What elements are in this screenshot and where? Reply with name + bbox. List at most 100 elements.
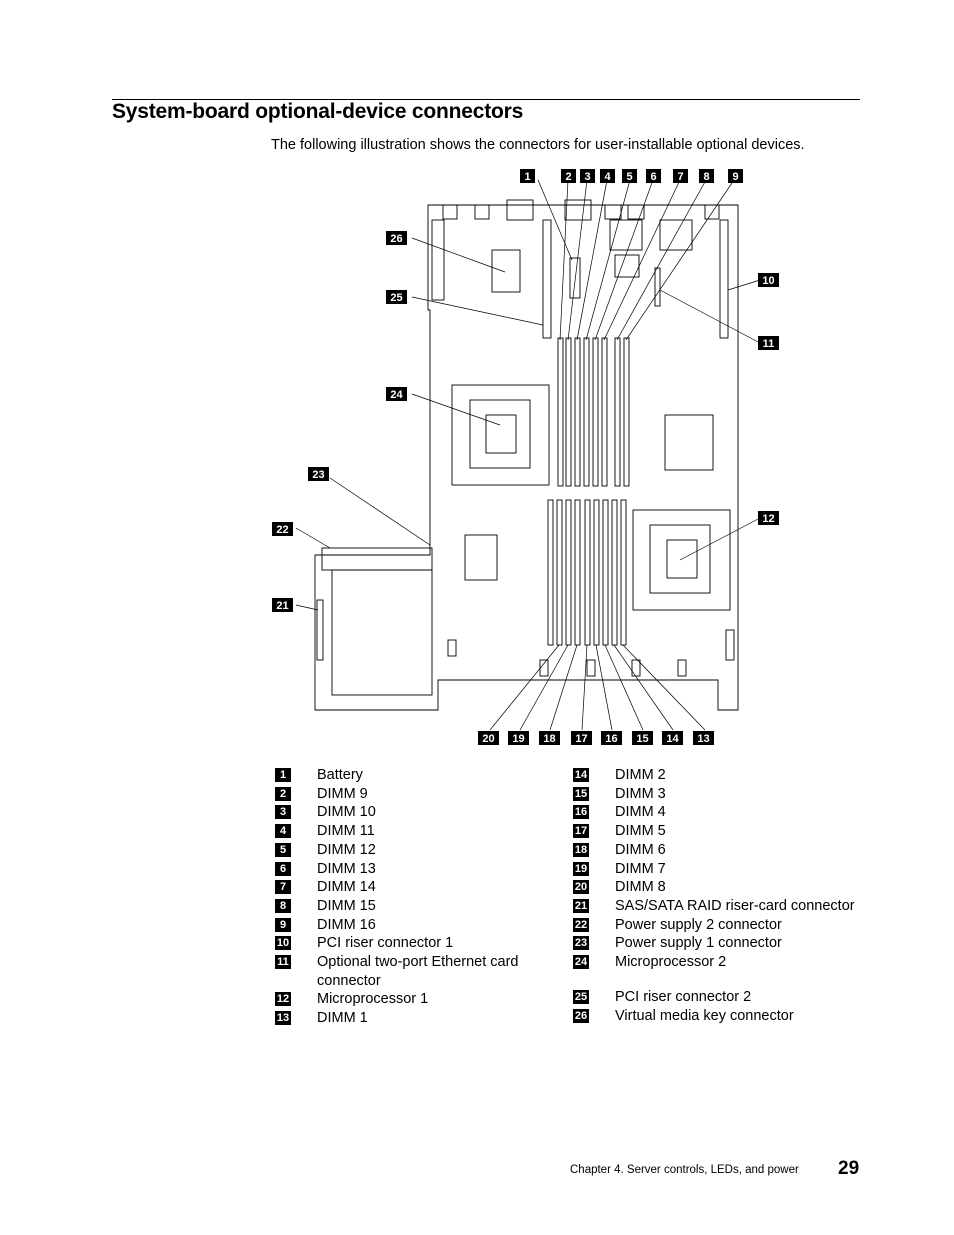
svg-text:14: 14 [666, 733, 679, 745]
battery [569, 257, 581, 299]
legend-label: Microprocessor 1 [317, 991, 429, 1008]
legend-number-badge: 17 [573, 824, 589, 839]
legend-number-badge: 7 [275, 880, 291, 895]
legend-number-badge: 26 [573, 1008, 589, 1023]
serial-port [564, 199, 592, 221]
legend-label: DIMM 2 [615, 767, 666, 783]
legend-row: 26 Virtual media key connector [573, 1007, 873, 1026]
legend-label: Virtual media key connector [615, 1007, 794, 1024]
legend-row: 14 DIMM 2 [573, 766, 873, 785]
legend-number-badge: 15 [573, 786, 589, 801]
callout-23 [308, 467, 329, 481]
svg-text:4: 4 [604, 171, 611, 183]
callout-9 [728, 169, 743, 183]
callout-4 [600, 169, 615, 183]
svg-text:26: 26 [390, 233, 402, 245]
legend-label: SAS/SATA RAID riser-card connector [615, 897, 855, 914]
svg-text:9: 9 [732, 171, 738, 183]
callout-14 [662, 731, 683, 745]
callout-26 [386, 231, 407, 245]
pci-riser-2-slot [542, 219, 552, 339]
page-number: 29 [838, 1158, 860, 1179]
heatsink [491, 249, 521, 293]
legend-number-badge: 6 [275, 861, 291, 876]
legend-row: 17 DIMM 5 [573, 822, 873, 841]
svg-text:20: 20 [482, 733, 494, 745]
svg-text:17: 17 [575, 733, 587, 745]
callout-17 [571, 731, 592, 745]
svg-text:5: 5 [626, 171, 632, 183]
svg-text:24: 24 [390, 389, 403, 401]
legend-number-badge: 22 [573, 917, 589, 932]
legend-number-badge: 11 [275, 955, 291, 970]
usb-port [442, 204, 458, 220]
ethernet-port [604, 204, 622, 220]
svg-text:18: 18 [543, 733, 555, 745]
legend-label: DIMM 4 [615, 804, 666, 821]
dimm-slots-lower [547, 499, 627, 646]
legend-number-badge: 23 [573, 936, 589, 951]
legend-label: Microprocessor 2 [615, 954, 727, 971]
footer-chapter: Chapter 4. Server controls, LEDs, and po… [570, 1164, 799, 1176]
legend-label: DIMM 9 [317, 785, 368, 802]
legend-label: DIMM 7 [615, 860, 666, 877]
callout-1-label: 1 [524, 171, 530, 183]
page-heading: System-board optional-device connectors [112, 100, 524, 123]
svg-text:7: 7 [677, 171, 683, 183]
svg-text:22: 22 [276, 524, 288, 536]
legend-label: Optional two-port Ethernet card connecto… [317, 954, 519, 989]
system-board-illustration: 1 2 3 4 5 6 7 8 9 10 11 12 13 1 [260, 160, 800, 750]
callout-2 [561, 169, 576, 183]
legend-number-badge: 14 [573, 768, 589, 782]
raid-riser-connector [316, 599, 324, 661]
callout-6 [646, 169, 661, 183]
legend-number-badge: 20 [573, 880, 589, 895]
legend-label: DIMM 5 [615, 823, 666, 840]
legend-row: 10 PCI riser connector 1 [275, 934, 555, 953]
svg-text:12: 12 [762, 513, 774, 525]
callout-24 [386, 387, 407, 401]
board-diagram-svg: 1 2 3 4 5 6 7 8 9 10 11 12 13 1 [272, 169, 779, 745]
callout-21 [272, 598, 293, 612]
cpu2-socket [451, 384, 550, 486]
legend-number-badge: 5 [275, 842, 291, 857]
callout-12 [758, 511, 779, 525]
legend-label: PCI riser connector 1 [317, 935, 454, 952]
legend-row: 15 DIMM 3 [573, 785, 873, 804]
legend-number-badge: 21 [573, 898, 589, 913]
legend-number-badge: 13 [275, 1011, 291, 1026]
legend-label: DIMM 15 [317, 897, 376, 914]
svg-text:13: 13 [697, 733, 709, 745]
legend-number-badge: 24 [573, 955, 589, 970]
legend-label: DIMM 16 [317, 916, 376, 933]
legend-number-badge: 9 [275, 917, 291, 932]
callout-8 [699, 169, 714, 183]
svg-text:10: 10 [762, 275, 774, 287]
legend-number-badge: 3 [275, 805, 291, 820]
legend-label: DIMM 3 [615, 785, 666, 802]
svg-text:23: 23 [312, 469, 324, 481]
legend-number-badge: 10 [275, 936, 291, 951]
legend-number-badge: 16 [573, 805, 589, 820]
callout-22 [272, 522, 293, 536]
legend-label: DIMM 6 [615, 841, 666, 858]
callout-25 [386, 290, 407, 304]
heatsink [464, 534, 498, 581]
callout-1 [520, 169, 535, 183]
svg-text:3: 3 [584, 171, 590, 183]
legend-row: 11 Optional two-port Ethernet card connec… [275, 953, 555, 990]
